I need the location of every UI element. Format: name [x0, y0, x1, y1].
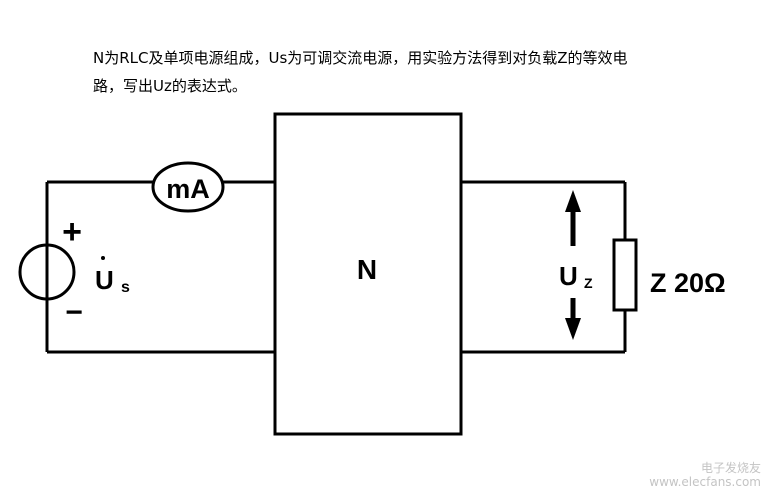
- watermark-url: www.elecfans.com: [649, 475, 761, 489]
- voltage-subscript: Z: [584, 275, 593, 291]
- source-subscript: s: [121, 279, 130, 296]
- watermark: 电子发烧友 www.elecfans.com: [649, 461, 761, 489]
- voltage-arrow: [565, 190, 581, 340]
- source-minus-sign: −: [65, 296, 83, 329]
- load-label: Z 20Ω: [650, 268, 726, 298]
- load-resistor: [612, 238, 638, 312]
- problem-statement: N为RLC及单项电源组成，Us为可调交流电源，用实验方法得到对负载Z的等效电 路…: [93, 44, 753, 100]
- watermark-brand: 电子发烧友: [700, 461, 761, 475]
- source-phasor-dot: [101, 256, 105, 260]
- network-label: N: [357, 254, 377, 285]
- source-label: U: [95, 265, 114, 295]
- source-plus-sign: +: [62, 213, 82, 251]
- voltage-label: U: [559, 261, 578, 291]
- problem-line-1: N为RLC及单项电源组成，Us为可调交流电源，用实验方法得到对负载Z的等效电: [93, 49, 628, 67]
- ammeter-symbol: [151, 161, 225, 213]
- network-box: [273, 112, 463, 436]
- problem-line-2: 路，写出Uz的表达式。: [93, 77, 247, 95]
- ammeter-label: mA: [166, 174, 210, 204]
